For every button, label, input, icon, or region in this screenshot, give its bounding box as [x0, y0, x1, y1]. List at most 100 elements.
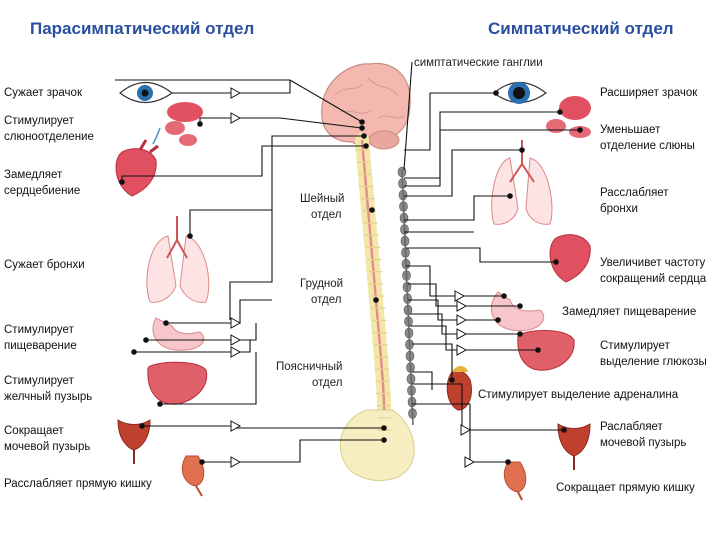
ganglion-marker [456, 328, 468, 340]
effect-left-salivation: Стимулирует слюноотделение [4, 115, 94, 143]
effect-left-bronchi: Сужает бронхи [4, 259, 85, 271]
parasympathetic-effects: Сужает зрачок Стимулирует слюноотделение… [4, 87, 152, 490]
organ-rectum-right [503, 461, 527, 501]
ganglion-marker [456, 314, 468, 326]
effect-right-rectum: Сокращает прямую кишку [556, 482, 695, 494]
organ-eye-left [119, 81, 174, 104]
sacrum [339, 409, 415, 481]
svg-text:Замедляет пищеварение: Замедляет пищеварение [562, 306, 696, 318]
svg-text:Сокращает прямую кишку: Сокращает прямую кишку [556, 482, 695, 494]
organ-bladder-left [117, 419, 151, 464]
synapse-dot [199, 459, 205, 465]
synapse-dot [381, 437, 387, 443]
synapse-dot [197, 121, 203, 127]
synapse-dot [507, 193, 513, 199]
svg-text:Стимулирует: Стимулирует [4, 324, 75, 336]
ganglion-marker [454, 290, 466, 302]
synapse-dot [535, 347, 541, 353]
ganglion-marker [230, 112, 242, 124]
svg-text:Грудной: Грудной [300, 278, 343, 290]
organ-bladder-right [557, 423, 591, 470]
svg-text:отдел: отдел [311, 294, 341, 306]
synapse-dot [495, 317, 501, 323]
svg-text:Стимулирует: Стимулирует [4, 375, 75, 387]
synapse-dot [373, 297, 379, 303]
svg-text:отдел: отдел [311, 209, 341, 221]
ganglion-marker [230, 87, 242, 99]
svg-text:Замедляет: Замедляет [4, 169, 63, 181]
organ-liver-left [147, 361, 208, 405]
synapse-dot [517, 331, 523, 337]
cns-figure [321, 62, 417, 481]
svg-text:отделение слюны: отделение слюны [600, 140, 695, 152]
svg-text:Расширяет зрачок: Расширяет зрачок [600, 87, 698, 99]
section-label-lumbar: Поясничный отдел [276, 361, 342, 389]
ganglion-marker [230, 456, 242, 468]
effect-left-rectum: Расслабляет прямую кишку [4, 478, 152, 490]
synapse-dot [557, 109, 563, 115]
title-sympathetic: Симпатический отдел [488, 19, 674, 38]
ganglion-marker [456, 344, 468, 356]
ganglion-marker [230, 420, 242, 432]
effect-right-saliva: Уменьшает отделение слюны [600, 124, 695, 152]
synapse-dot [505, 459, 511, 465]
title-parasympathetic: Парасимпатический отдел [30, 19, 254, 38]
synapse-dot [131, 349, 137, 355]
organ-lungs-left [146, 216, 210, 303]
organ-salivary-right [546, 96, 591, 138]
organ-salivary-left [152, 102, 203, 146]
synapse-dot [553, 259, 559, 265]
sympathetic-effects: Расширяет зрачок Уменьшает отделение слю… [478, 87, 707, 494]
vertebra-marks [355, 149, 392, 431]
synapse-dot [163, 320, 169, 326]
cerebellum [368, 130, 400, 150]
ganglion-marker [230, 346, 242, 358]
peripheral-ganglia [230, 87, 476, 468]
effect-left-gallbladder: Стимулирует желчный пузырь [4, 375, 92, 403]
organ-adrenal-right [446, 366, 472, 411]
svg-text:Сокращает: Сокращает [4, 425, 64, 437]
svg-text:слюноотделение: слюноотделение [4, 131, 94, 143]
synapse-dot [449, 377, 455, 383]
synapse-dot [577, 127, 583, 133]
effect-right-bronchi: Расслабляет бронхи [600, 187, 669, 215]
nerve-synapse-dots [119, 90, 583, 465]
svg-text:мочевой пузырь: мочевой пузырь [600, 437, 686, 449]
synapse-dot [369, 207, 375, 213]
effect-left-bladder: Сокращает мочевой пузырь [4, 425, 90, 453]
svg-text:пищеварение: пищеварение [4, 340, 77, 352]
synapse-dot [139, 423, 145, 429]
synapse-dot [143, 337, 149, 343]
svg-text:желчный пузырь: желчный пузырь [4, 391, 92, 403]
svg-text:Сужает зрачок: Сужает зрачок [4, 87, 83, 99]
svg-text:отдел: отдел [312, 377, 342, 389]
synapse-dot [361, 133, 367, 139]
ganglia-pointer [403, 61, 413, 171]
organ-heart-right [549, 234, 591, 283]
ganglion-marker [230, 317, 242, 329]
organ-heart-left [115, 139, 159, 197]
svg-text:бронхи: бронхи [600, 203, 638, 215]
section-label-thoracic: Грудной отдел [300, 278, 343, 306]
svg-text:сокращений сердца: сокращений сердца [600, 273, 707, 285]
svg-text:Увеличивет частоту: Увеличивет частоту [600, 257, 705, 269]
svg-text:Стимулирует: Стимулирует [4, 115, 75, 127]
svg-text:выделение глюкозы: выделение глюкозы [600, 356, 707, 368]
ganglia-label: симптатические ганглии [414, 57, 543, 69]
organ-rectum-left [181, 455, 205, 497]
synapse-dot [359, 119, 365, 125]
organ-liver-right [517, 330, 575, 371]
effect-right-digestion: Замедляет пищеварение [562, 306, 696, 318]
organ-stomach-left [152, 317, 205, 351]
section-label-cervical: Шейный отдел [300, 193, 344, 221]
organ-eye-right [493, 81, 548, 104]
synapse-dot [187, 233, 193, 239]
svg-text:Сужает бронхи: Сужает бронхи [4, 259, 85, 271]
synapse-dot [363, 143, 369, 149]
nerve-pathways [115, 79, 580, 463]
synapse-dot [517, 303, 523, 309]
synapse-dot [381, 425, 387, 431]
effect-right-glucose: Стимулирует выделение глюкозы [600, 340, 707, 368]
effect-left-digestion: Стимулирует пищеварение [4, 324, 77, 352]
ganglion-marker [464, 456, 476, 468]
